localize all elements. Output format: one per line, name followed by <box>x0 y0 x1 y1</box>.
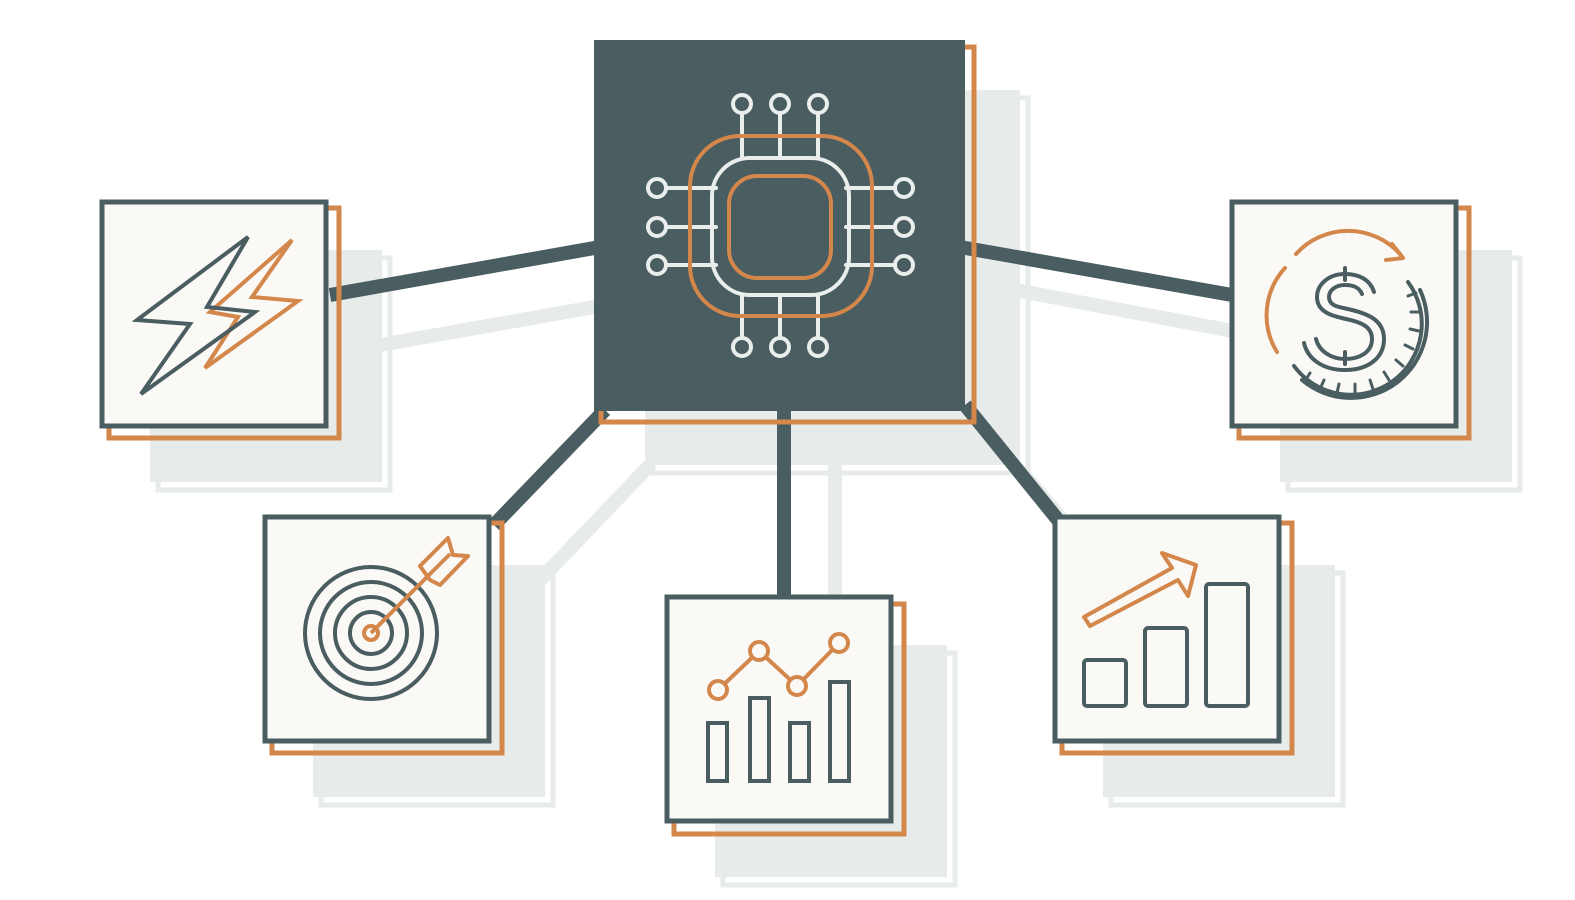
node-revenue[interactable] <box>1229 199 1472 441</box>
target-arrow-icon <box>303 536 470 701</box>
lightning-bolt-icon <box>131 235 304 396</box>
node-energy[interactable] <box>99 199 342 441</box>
connector-energy <box>328 240 602 302</box>
dollar-cycle-icon <box>1264 228 1429 400</box>
hub-node[interactable] <box>594 40 977 425</box>
node-growth[interactable] <box>1052 514 1295 756</box>
microchip-icon <box>646 93 915 358</box>
connector-target <box>488 405 611 530</box>
growth-bar-chart-icon <box>1082 551 1250 708</box>
connectors <box>328 240 1234 600</box>
line-bar-chart-icon <box>706 632 851 783</box>
node-analytics[interactable] <box>664 594 907 837</box>
node-target[interactable] <box>262 514 505 756</box>
connector-revenue <box>958 240 1234 302</box>
connector-growth <box>959 400 1064 525</box>
